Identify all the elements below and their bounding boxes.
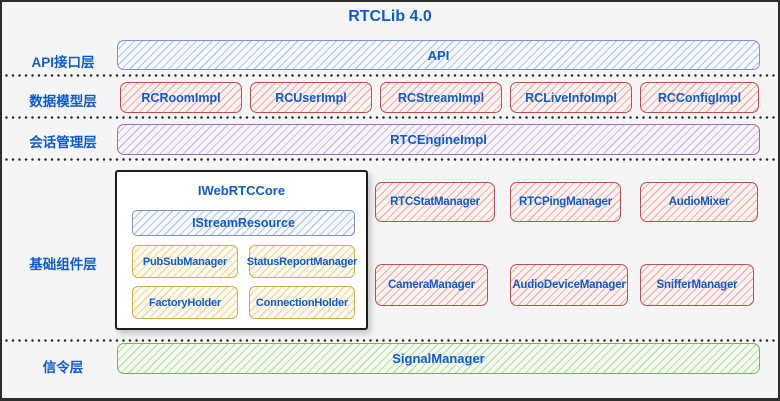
layer-label-model: 数据模型层 xyxy=(29,94,97,109)
diagram-title: RTCLib 4.0 xyxy=(348,8,432,25)
layer-label-api: API接口层 xyxy=(31,55,95,70)
box-sniffermanager: SnifferManager xyxy=(640,264,754,306)
box-rcuserimpl: RCUserImpl xyxy=(250,82,372,113)
iwebrtccore-container: IWebRTCCore IStreamResource PubSubManage… xyxy=(115,170,368,330)
layer-label-signal: 信令层 xyxy=(42,360,84,375)
layer-label-session: 会话管理层 xyxy=(29,135,97,150)
layer-label-components: 基础组件层 xyxy=(29,257,97,272)
box-rtcengineimpl: RTCEngineImpl xyxy=(117,124,760,155)
box-rcstreamimpl: RCStreamImpl xyxy=(380,82,502,113)
box-signalmanager: SignalManager xyxy=(117,343,760,374)
box-istreamresource: IStreamResource xyxy=(132,210,355,236)
layer-divider-3 xyxy=(5,158,775,161)
layer-divider-4 xyxy=(5,339,775,342)
box-cameramanager: CameraManager xyxy=(375,264,488,306)
layer-divider-2 xyxy=(5,116,775,119)
layer-divider-1 xyxy=(5,74,775,77)
iwebrtccore-title: IWebRTCCore xyxy=(197,183,286,198)
box-factoryholder: FactoryHolder xyxy=(132,286,238,319)
box-rcliveinfoimpl: RCLiveInfoImpl xyxy=(510,82,632,113)
box-rtcstatmanager: RTCStatManager xyxy=(375,182,495,222)
box-connectionholder: ConnectionHolder xyxy=(249,286,355,319)
box-audiomixer: AudioMixer xyxy=(640,182,758,222)
box-rcroomimpl: RCRoomImpl xyxy=(120,82,242,113)
box-api: API xyxy=(117,40,760,70)
box-audiodevicemanager: AudioDeviceManager xyxy=(510,264,628,306)
box-rcconfigimpl: RCConfigImpl xyxy=(640,82,759,113)
box-pubsubmanager: PubSubManager xyxy=(132,245,238,278)
box-rtcpingmanager: RTCPingManager xyxy=(510,182,621,222)
box-statusreportmanager: StatusReportManager xyxy=(247,245,357,278)
